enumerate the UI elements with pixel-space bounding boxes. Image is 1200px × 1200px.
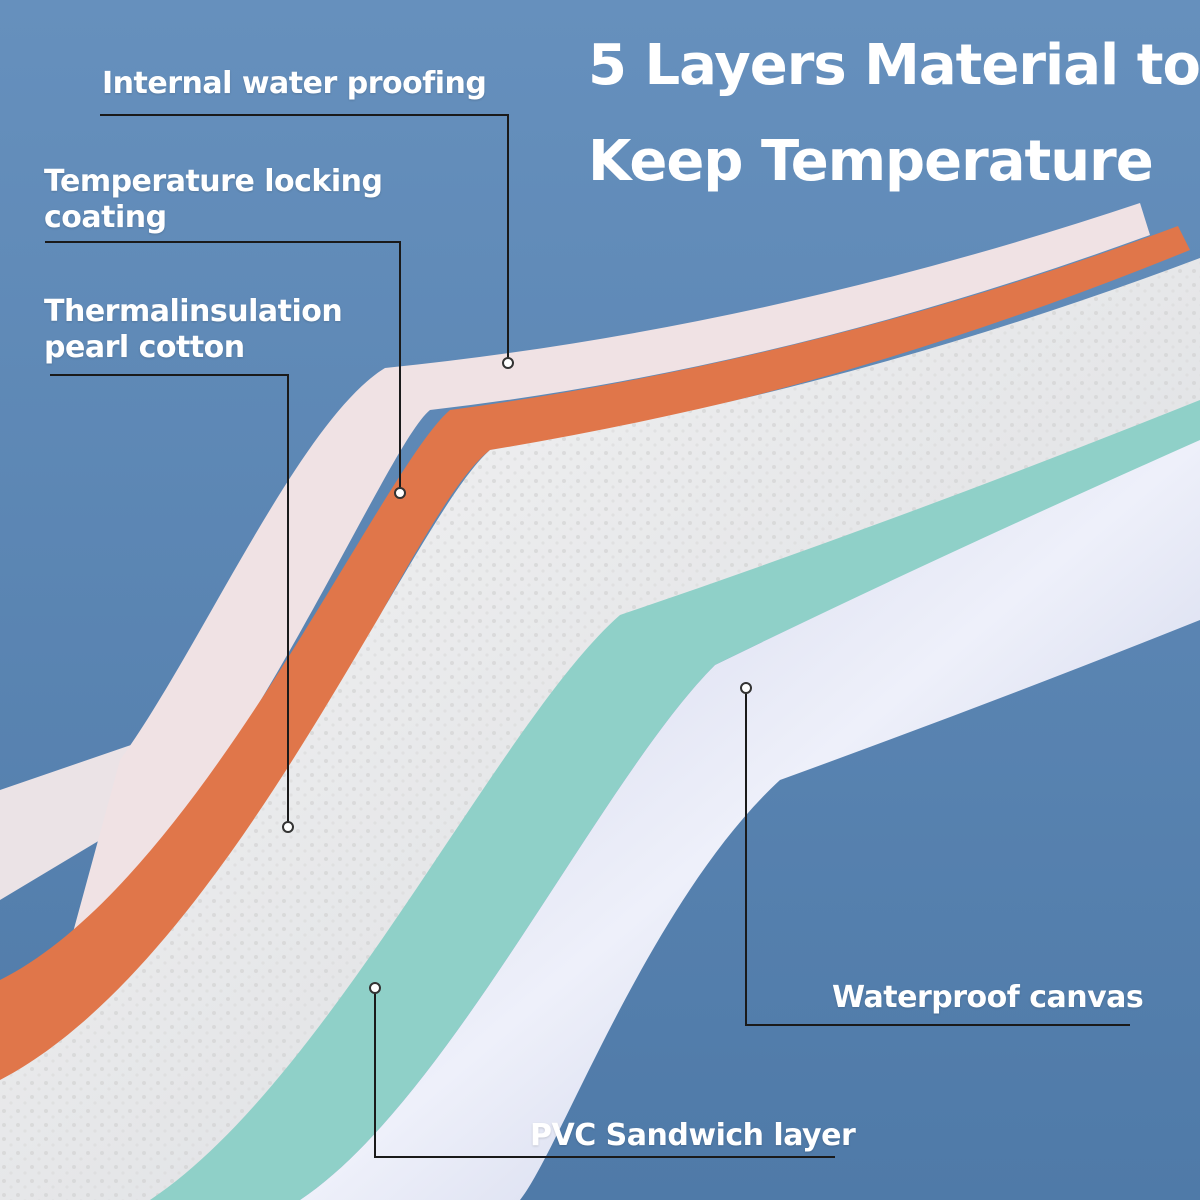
label-thermal-insulation: Thermalinsulation pearl cotton: [44, 294, 343, 366]
label-internal-waterproofing: Internal water proofing: [102, 66, 487, 101]
pvc-sandwich-layer: [150, 400, 1200, 1200]
internal-waterproofing-layer: [0, 203, 1150, 1200]
label-thermal-insulation-line2: pearl cotton: [44, 330, 245, 365]
label-temperature-locking-line2: coating: [44, 200, 167, 235]
pearl-cotton-texture: [0, 258, 1200, 1200]
page-title: 5 Layers Material to Keep Temperature: [588, 18, 1200, 210]
waterproof-canvas-layer: [300, 440, 1200, 1200]
temperature-locking-layer: [0, 226, 1190, 1200]
leader-dots: [282, 357, 752, 994]
title-line-1: 5 Layers Material to: [588, 33, 1200, 98]
label-waterproof-canvas: Waterproof canvas: [832, 980, 1144, 1015]
label-pvc-sandwich: PVC Sandwich layer: [530, 1118, 856, 1153]
label-temperature-locking-line1: Temperature locking: [44, 164, 383, 199]
leader-lines: [45, 114, 1130, 1158]
title-line-2: Keep Temperature: [588, 129, 1154, 194]
label-thermal-insulation-line1: Thermalinsulation: [44, 294, 343, 329]
label-temperature-locking: Temperature locking coating: [44, 164, 383, 236]
